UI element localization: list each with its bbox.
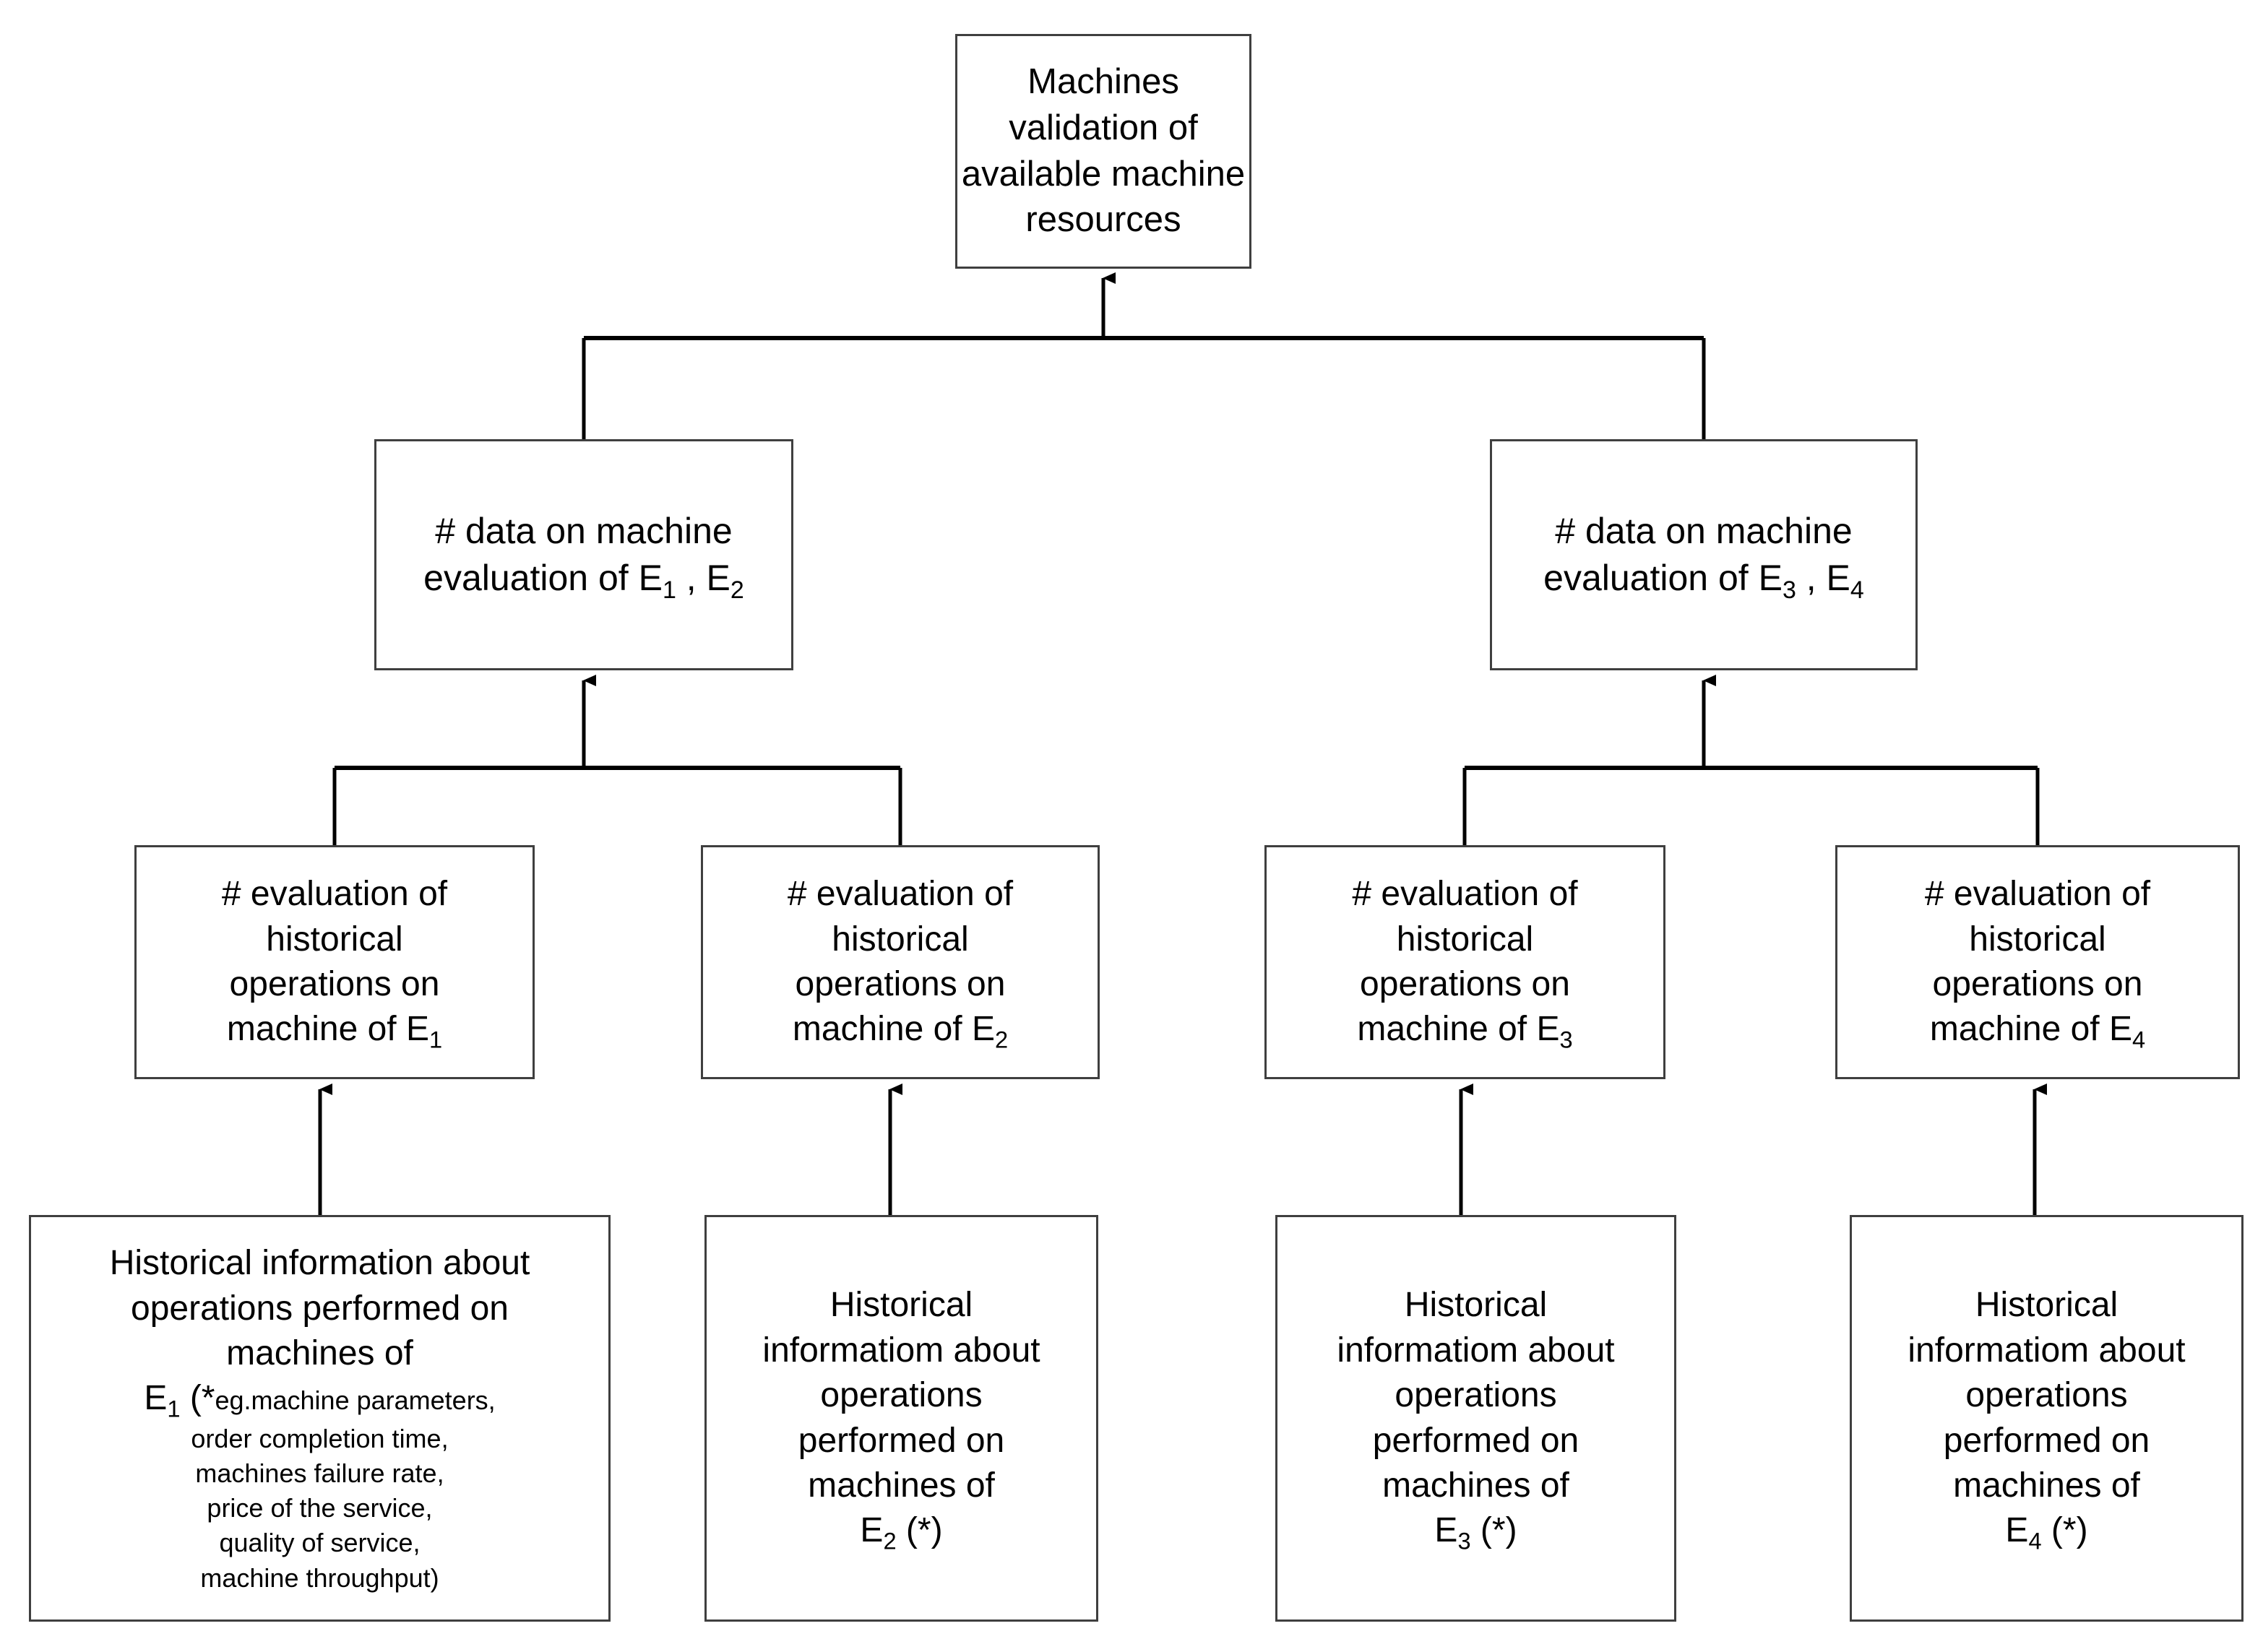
node-historical-info-e4[interactable]: Historical informatiom about operations …	[1850, 1215, 2243, 1622]
subscript-2: 2	[730, 576, 744, 604]
l3-2-line-4: machine of E2	[792, 1010, 1009, 1053]
l3-3-line-3: operations on	[1360, 965, 1570, 1003]
node-historical-info-e3[interactable]: Historical informatiom about operations …	[1275, 1215, 1676, 1622]
src2-line-1: Historical	[829, 1286, 973, 1325]
l3-1-line-2: historical	[266, 920, 403, 959]
src1-line-2: operations performed on	[131, 1289, 509, 1328]
src2-line-5: machines of	[808, 1466, 995, 1505]
subscript-e4: 4	[2132, 1026, 2146, 1053]
src2-line-4: performed on	[798, 1421, 1005, 1460]
node-eval-hist-ops-e2[interactable]: # evaluation of historical operations on…	[701, 845, 1100, 1079]
src1-detail-3: price of the service,	[207, 1493, 433, 1523]
l3-4-line-4: machine of E4	[1929, 1010, 2146, 1053]
src4-line-5: machines of	[1953, 1466, 2140, 1505]
src3-line-3: operations	[1395, 1376, 1557, 1415]
node-historical-info-e1[interactable]: Historical information about operations …	[29, 1215, 611, 1622]
src3-label: E3 (*)	[1434, 1511, 1517, 1554]
l3-2-line-3: operations on	[795, 965, 1006, 1003]
root-line-1: Machines	[1027, 62, 1179, 102]
root-line-3: available machine	[961, 154, 1246, 194]
src2-label: E2 (*)	[860, 1511, 943, 1554]
src1-detail-4: quality of service,	[219, 1528, 421, 1558]
src4-label: E4 (*)	[2005, 1511, 2088, 1554]
l2-right-line-1: # data on machine	[1555, 511, 1853, 551]
root-line-4: resources	[1025, 200, 1181, 240]
node-historical-info-e2[interactable]: Historical informatiom about operations …	[704, 1215, 1098, 1622]
src1-detail-1: order completion time,	[191, 1423, 449, 1453]
l3-1-line-4: machine of E1	[226, 1010, 443, 1053]
l3-1-line-3: operations on	[229, 965, 440, 1003]
l3-2-line-1: # evaluation of	[787, 875, 1014, 914]
src1-detail-5: machine throughput)	[200, 1562, 439, 1593]
l2-left-line-1: # data on machine	[435, 511, 733, 551]
l3-1-line-1: # evaluation of	[221, 875, 448, 914]
src4-line-4: performed on	[1943, 1421, 2150, 1460]
src3-line-5: machines of	[1382, 1466, 1569, 1505]
l3-4-line-1: # evaluation of	[1924, 875, 2151, 914]
subscript-e3: 3	[1559, 1026, 1573, 1053]
src1-detail-2: machines failure rate,	[195, 1458, 444, 1488]
subscript-src-e4: 4	[2028, 1527, 2042, 1554]
subscript-3: 3	[1782, 576, 1796, 604]
node-data-machine-eval-e1-e2[interactable]: # data on machine evaluation of E1 , E2	[374, 439, 793, 670]
l3-3-line-2: historical	[1396, 920, 1534, 959]
node-eval-hist-ops-e1[interactable]: # evaluation of historical operations on…	[134, 845, 535, 1079]
src1-line-1: Historical information about	[109, 1244, 530, 1283]
node-eval-hist-ops-e4[interactable]: # evaluation of historical operations on…	[1835, 845, 2240, 1079]
subscript-src-e1: 1	[167, 1395, 181, 1422]
subscript-e1: 1	[429, 1026, 443, 1053]
root-line-2: validation of	[1009, 108, 1198, 147]
src1-detail-0: eg.machine parameters,	[215, 1385, 496, 1416]
node-data-machine-eval-e3-e4[interactable]: # data on machine evaluation of E3 , E4	[1490, 439, 1918, 670]
src3-line-4: performed on	[1372, 1421, 1579, 1460]
src2-line-2: informatiom about	[762, 1331, 1040, 1370]
l3-3-line-1: # evaluation of	[1352, 875, 1578, 914]
l2-right-line-2: evaluation of E3 , E4	[1543, 558, 1864, 604]
src1-line-3: machines of	[226, 1333, 413, 1372]
src4-line-3: operations	[1965, 1376, 2128, 1415]
subscript-e2: 2	[995, 1026, 1009, 1053]
src3-line-2: informatiom about	[1337, 1331, 1615, 1370]
l3-4-line-2: historical	[1969, 920, 2106, 959]
subscript-1: 1	[662, 576, 676, 604]
node-machines-validation[interactable]: Machines validation of available machine…	[955, 34, 1251, 269]
src2-line-3: operations	[820, 1376, 983, 1415]
l3-3-line-4: machine of E3	[1357, 1010, 1573, 1053]
subscript-src-e3: 3	[1457, 1527, 1471, 1554]
l3-2-line-2: historical	[832, 920, 969, 959]
src1-label: E1 (*eg.machine parameters,	[144, 1379, 496, 1422]
l3-4-line-3: operations on	[1932, 965, 2143, 1003]
src3-line-1: Historical	[1404, 1286, 1548, 1325]
subscript-src-e2: 2	[883, 1527, 897, 1554]
l2-left-line-2: evaluation of E1 , E2	[423, 558, 744, 604]
src4-line-2: informatiom about	[1908, 1331, 2186, 1370]
node-eval-hist-ops-e3[interactable]: # evaluation of historical operations on…	[1264, 845, 1665, 1079]
subscript-4: 4	[1850, 576, 1864, 604]
src4-line-1: Historical	[1975, 1286, 2118, 1325]
